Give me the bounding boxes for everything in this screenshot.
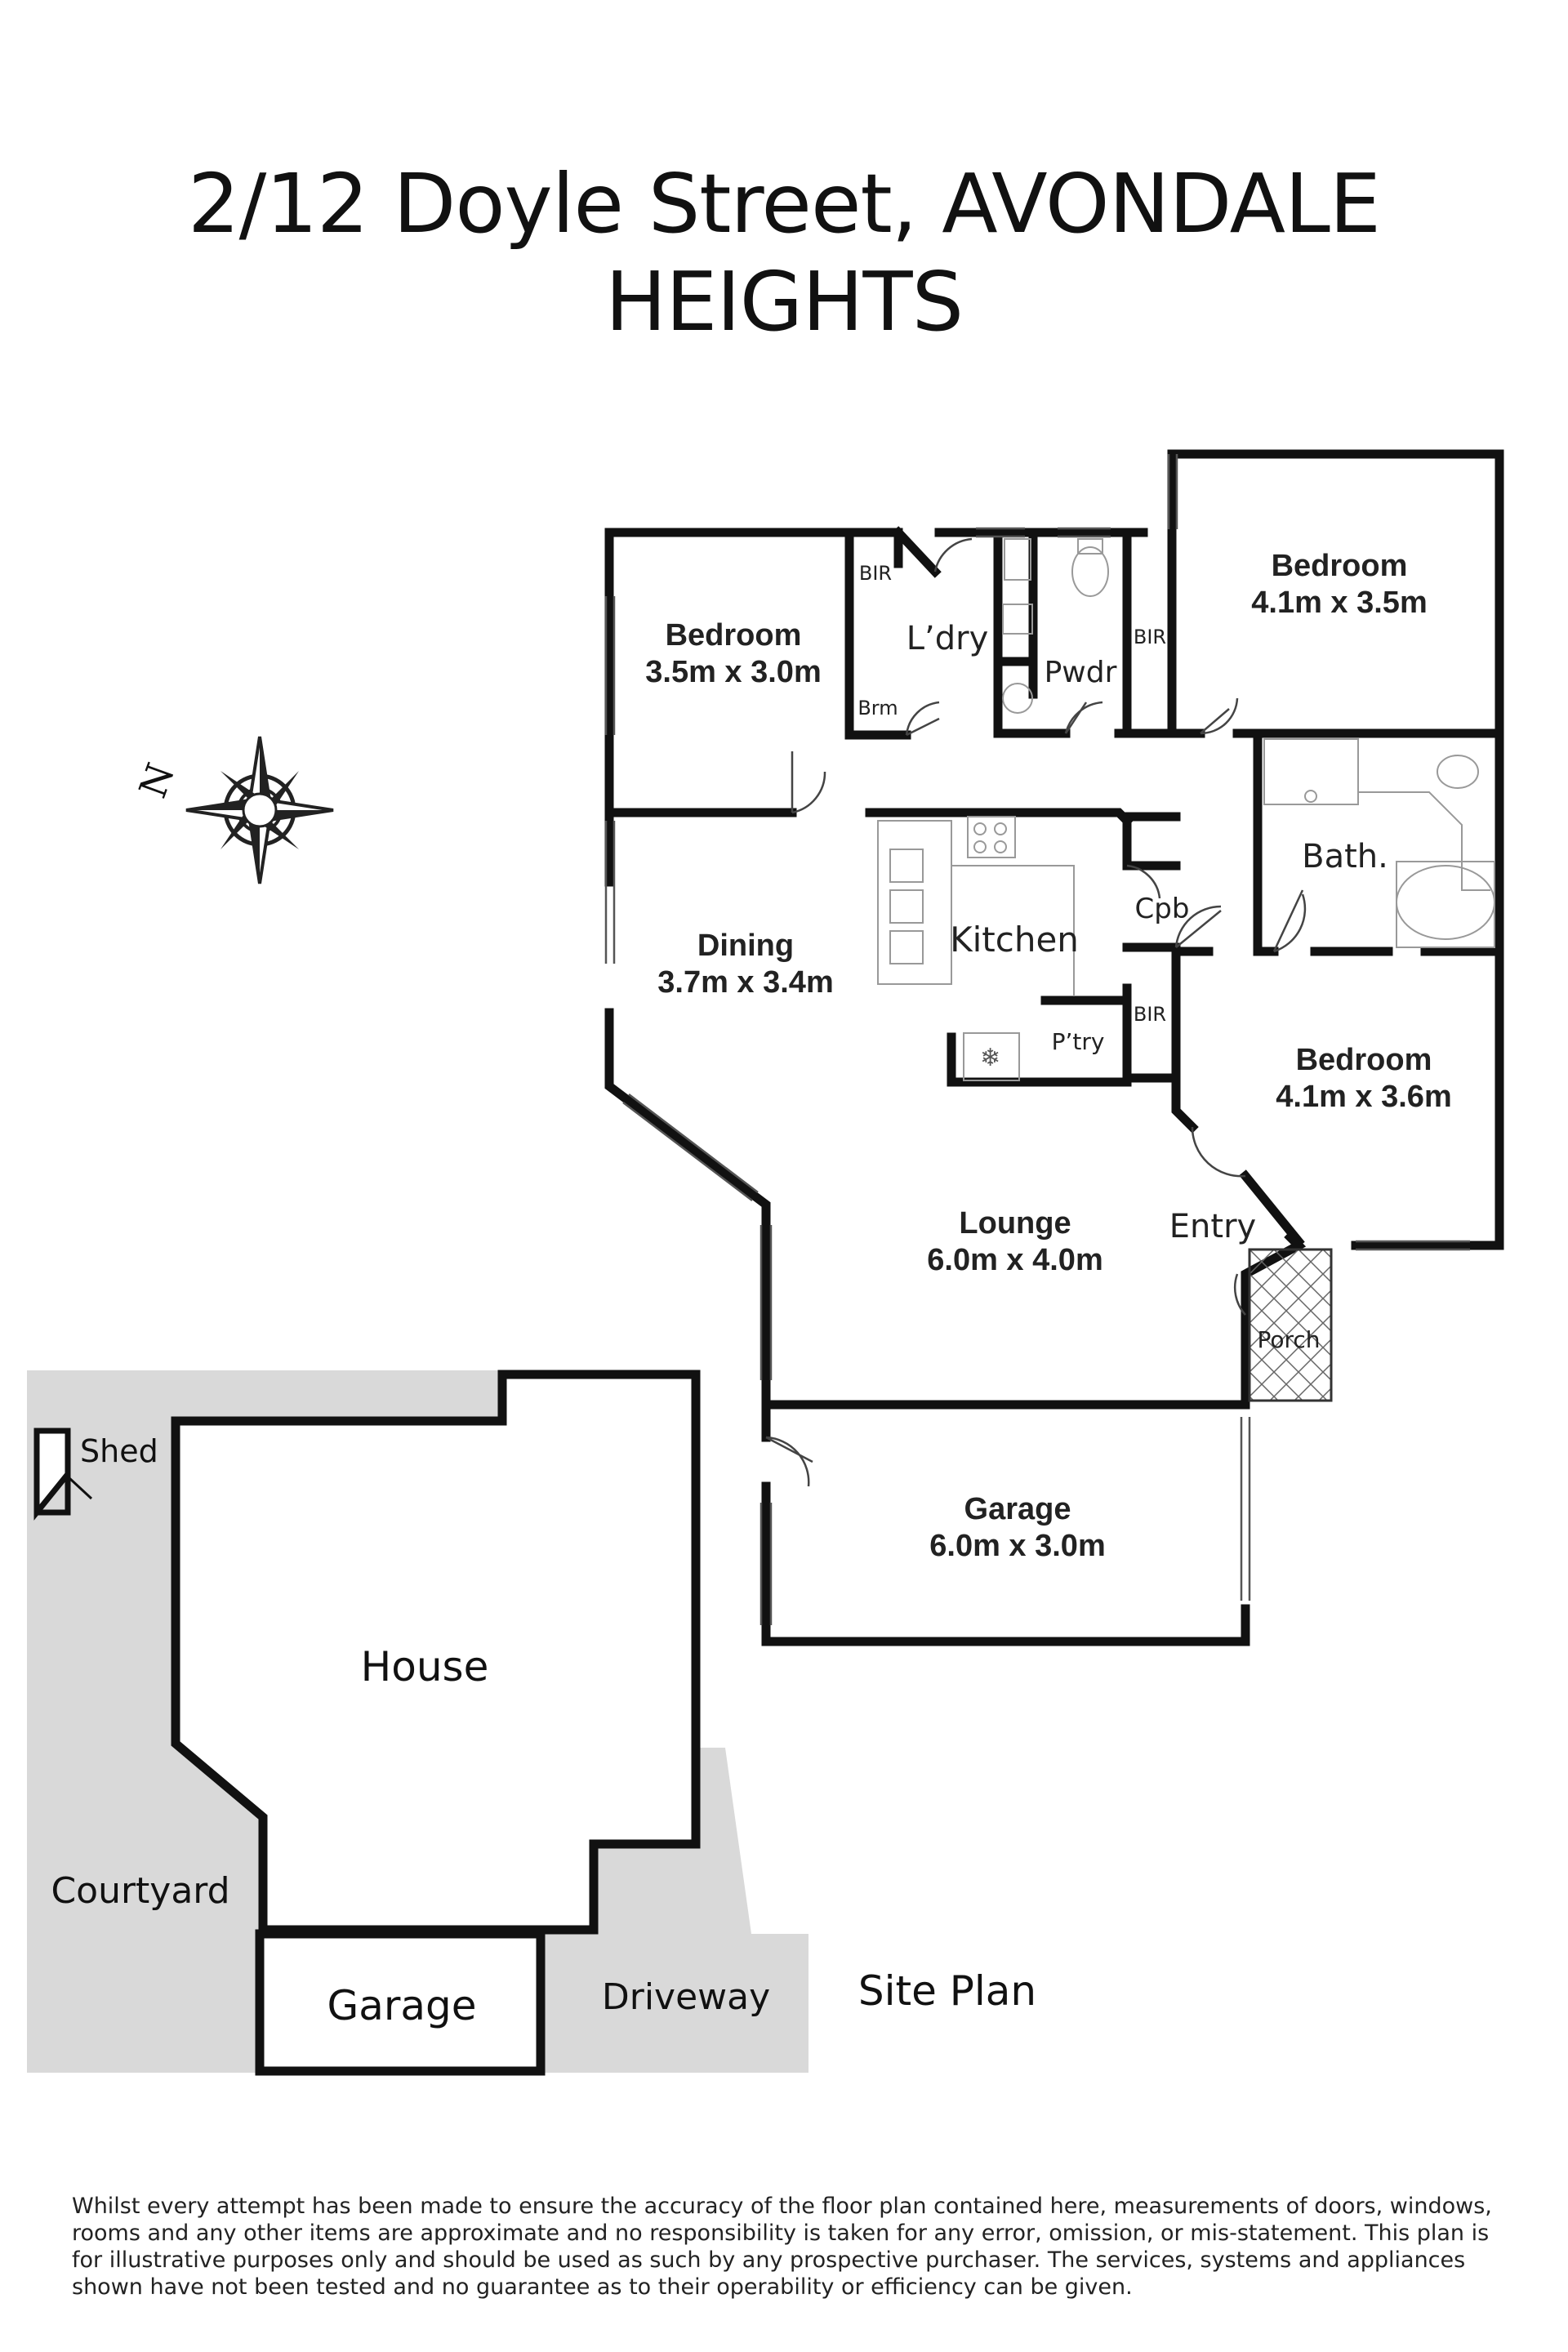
room-bedroom-left-name: Bedroom (666, 618, 802, 653)
windows (604, 454, 1470, 1625)
site-plan: Shed House Courtyard Garage Driveway Sit… (27, 1370, 1036, 2076)
site-garage-label: Garage (327, 1982, 476, 2029)
room-bedroom-right-name: Bedroom (1296, 1043, 1432, 1077)
bathroom-fixtures (1002, 538, 1495, 948)
room-dining-size: 3.7m x 3.4m (657, 965, 833, 1000)
room-bedroom-top-right-size: 4.1m x 3.5m (1251, 586, 1427, 620)
room-dining-name: Dining (697, 929, 794, 963)
site-plan-heading: Site Plan (858, 1967, 1036, 2015)
room-pantry-label: P’try (1052, 1028, 1105, 1055)
room-cupboard-label: Cpb (1135, 893, 1190, 925)
room-kitchen-label: Kitchen (950, 920, 1079, 960)
site-house-label: House (361, 1643, 489, 1690)
compass-north-label: N (131, 757, 184, 803)
room-bedroom-right-size: 4.1m x 3.6m (1276, 1080, 1451, 1114)
room-bir-1-label: BIR (859, 562, 892, 585)
site-courtyard-label: Courtyard (51, 1870, 229, 1912)
page-title: 2/12 Doyle Street, AVONDALE HEIGHTS (188, 156, 1381, 350)
compass-rose-icon: N (131, 736, 334, 884)
room-garage-size: 6.0m x 3.0m (929, 1529, 1105, 1563)
room-porch-label: Porch (1257, 1326, 1320, 1353)
room-bir-3-label: BIR (1134, 1003, 1166, 1026)
room-broom-label: Brm (858, 697, 898, 719)
site-house-outline (171, 1370, 701, 1935)
room-powder-label: Pwdr (1045, 656, 1117, 689)
kitchen-fixtures: ❄ (877, 816, 1075, 1081)
room-lounge-size: 6.0m x 4.0m (927, 1243, 1102, 1277)
site-shed-label: Shed (80, 1433, 158, 1469)
disclaimer-text: Whilst every attempt has been made to en… (72, 2194, 1492, 2300)
room-lounge-name: Lounge (959, 1206, 1071, 1241)
room-bedroom-left-size: 3.5m x 3.0m (645, 655, 821, 689)
room-bath-label: Bath. (1302, 838, 1388, 875)
room-bedroom-top-right-name: Bedroom (1272, 549, 1408, 583)
door-swings (765, 537, 1307, 1487)
room-laundry-label: L’dry (906, 620, 989, 657)
room-bir-2-label: BIR (1134, 626, 1166, 648)
site-driveway-label: Driveway (602, 1976, 770, 2018)
room-garage-name: Garage (964, 1492, 1071, 1526)
site-garage-outline (255, 1929, 546, 2076)
fridge-icon: ❄ (980, 1045, 1000, 1071)
porch-hatch (1248, 1248, 1333, 1402)
room-entry-label: Entry (1169, 1208, 1256, 1245)
